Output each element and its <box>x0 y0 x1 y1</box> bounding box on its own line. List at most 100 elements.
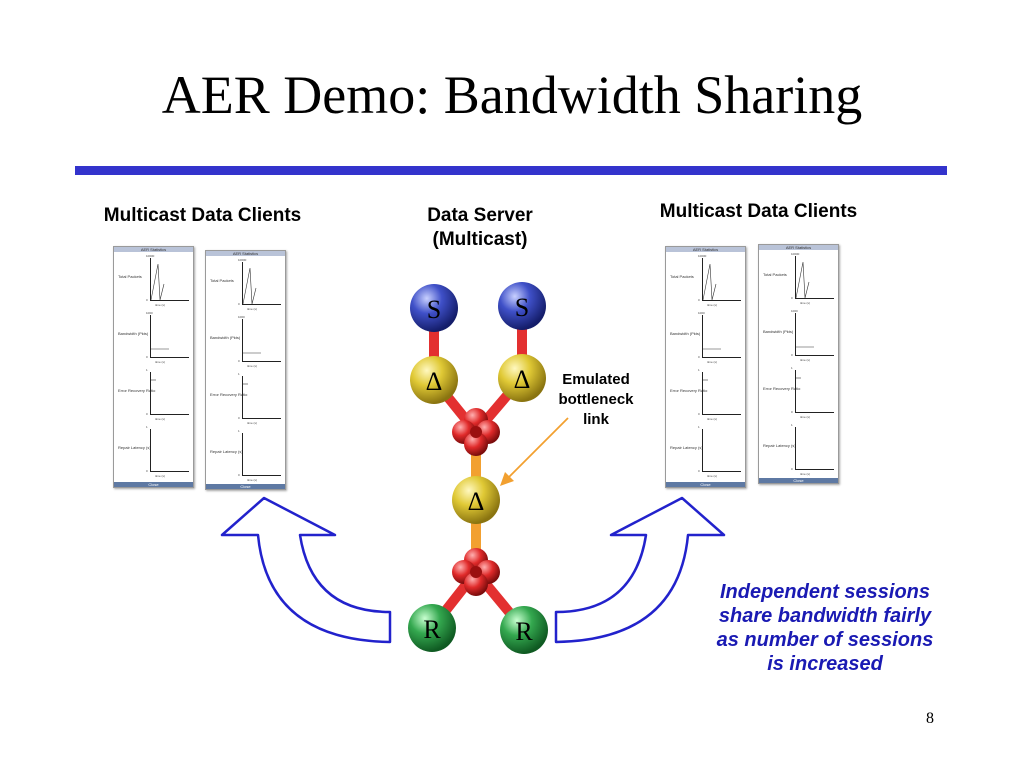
panel-x-label: time (s) <box>247 364 257 368</box>
panel-trace <box>702 263 717 301</box>
right-curved-arrow <box>554 496 726 644</box>
panel-x-label: time (s) <box>155 360 165 364</box>
panel-zero: 0 <box>791 296 793 300</box>
stats-window-close-button[interactable]: Close <box>114 482 193 487</box>
note-line2: share bandwidth fairly <box>718 605 932 627</box>
panel-trace <box>795 261 810 299</box>
panel-title: Error Recovery Ratio <box>210 392 248 397</box>
panel-x-label: time (s) <box>247 478 257 482</box>
note-line4: is increased <box>767 653 883 675</box>
stats-window-close-button[interactable]: Close <box>759 478 838 483</box>
sender-node-2-label: S <box>515 293 529 322</box>
panel-trace <box>703 379 708 381</box>
panel-trace <box>243 383 248 385</box>
router-node-3-label: Δ <box>468 487 485 516</box>
panel-zero: 0 <box>238 359 240 363</box>
router-node-3 <box>452 476 500 524</box>
panel-zero: 0 <box>698 412 700 416</box>
panel-trace <box>150 263 165 301</box>
panel-zero: 0 <box>238 473 240 477</box>
panel-title: Repair Latency (s) <box>670 445 703 450</box>
panel-zero: 0 <box>146 469 148 473</box>
panel-plot-area <box>795 256 834 299</box>
panel-x-label: time (s) <box>247 421 257 425</box>
right-clients-label: Multicast Data Clients <box>659 201 858 222</box>
panel-plot-area <box>242 262 281 305</box>
stats-window-title: AER Statistics <box>114 247 193 252</box>
panel-plot-area <box>795 370 834 413</box>
router-node-1-label: Δ <box>426 367 443 396</box>
panel-title: Error Recovery Ratio <box>763 386 801 391</box>
panel-plot-area <box>150 429 189 472</box>
panel-plot-area <box>702 372 741 415</box>
panel-zero: 0 <box>791 353 793 357</box>
receiver-node-1-label: R <box>423 615 441 644</box>
data-server-label-line1: Data Server <box>427 205 533 226</box>
panel-title: Repair Latency (s) <box>763 443 796 448</box>
panel-plot-area <box>150 315 189 358</box>
sender-node-2 <box>498 282 546 330</box>
left-curved-arrow <box>220 496 392 644</box>
panel-title: Total Packets <box>763 272 787 277</box>
panel-plot-area <box>702 258 741 301</box>
panel-ymax: 1 <box>146 425 148 429</box>
slide-title: AER Demo: Bandwidth Sharing <box>161 65 863 125</box>
panel-plot-area <box>702 315 741 358</box>
panel-ymax: 10000 <box>791 252 800 256</box>
stats-window-close-button[interactable]: Close <box>666 482 745 487</box>
bottleneck-label-line2: bottleneck <box>558 391 634 408</box>
stats-window-title: AER Statistics <box>206 251 285 256</box>
panel-x-label: time (s) <box>800 415 810 419</box>
router-cluster-top <box>452 408 500 456</box>
panel-plot-area <box>242 433 281 476</box>
panel-plot-area <box>150 258 189 301</box>
panel-trace <box>242 267 257 305</box>
panel-x-label: time (s) <box>247 307 257 311</box>
receiver-node-2 <box>500 606 548 654</box>
panel-ymax: 1 <box>238 372 240 376</box>
panel-trace <box>151 379 156 381</box>
panel-title: Total Packets <box>210 278 234 283</box>
panel-plot-area <box>150 372 189 415</box>
panel-ymax: 1000 <box>146 311 153 315</box>
sender-node-1-label: S <box>427 295 441 324</box>
panel-ymax: 1 <box>791 423 793 427</box>
router-node-2 <box>498 354 546 402</box>
stats-window-close-button[interactable]: Close <box>206 484 285 489</box>
panel-title: Total Packets <box>118 274 142 279</box>
bottleneck-label-line3: link <box>583 411 609 428</box>
note-line1: Independent sessions <box>719 581 931 603</box>
panel-x-label: time (s) <box>800 472 810 476</box>
panel-ymax: 1000 <box>698 311 705 315</box>
panel-x-label: time (s) <box>707 303 717 307</box>
panel-plot-area <box>795 427 834 470</box>
router-cluster-bottom <box>452 548 500 596</box>
panel-ymax: 1 <box>238 429 240 433</box>
panel-zero: 0 <box>698 469 700 473</box>
stats-window-title: AER Statistics <box>759 245 838 250</box>
panel-x-label: time (s) <box>155 303 165 307</box>
panel-x-label: time (s) <box>800 358 810 362</box>
panel-trace <box>243 352 261 354</box>
bottleneck-label: Emulated bottleneck link <box>548 370 644 430</box>
panel-plot-area <box>242 319 281 362</box>
panel-ymax: 1000 <box>238 315 245 319</box>
panel-zero: 0 <box>698 355 700 359</box>
